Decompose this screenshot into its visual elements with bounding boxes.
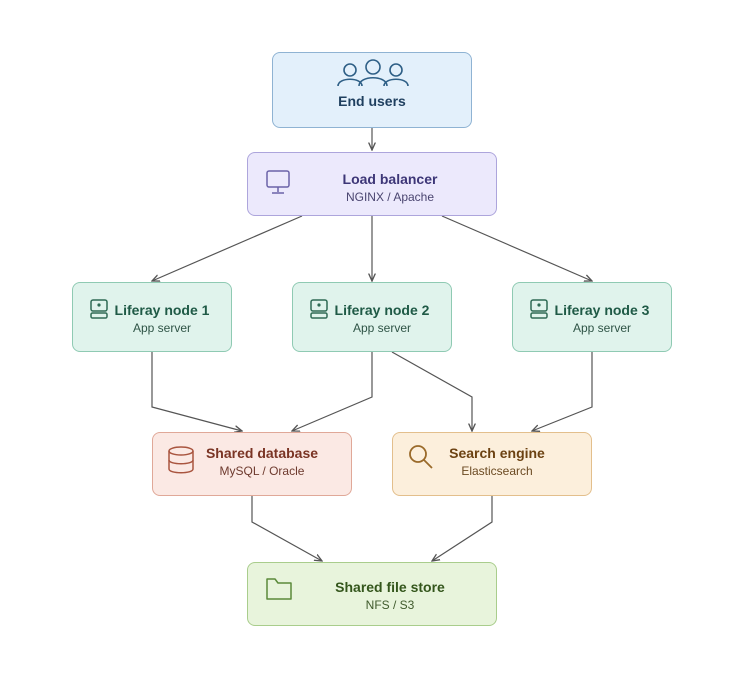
search-subtitle: Elasticsearch [461, 464, 533, 478]
node1-title: Liferay node 1 [114, 302, 210, 318]
database-subtitle: MySQL / Oracle [219, 464, 305, 478]
node-search-engine[interactable]: Search engine Elasticsearch [392, 432, 592, 496]
edge-lb-to-node1 [152, 215, 303, 281]
edge-node2-to-db [292, 352, 373, 431]
server-icon [90, 299, 108, 319]
server-icon [310, 299, 328, 319]
node-liferay-2[interactable]: Liferay node 2 App server [292, 282, 452, 352]
users-icon [337, 59, 409, 87]
load-balancer-subtitle: NGINX / Apache [345, 190, 435, 204]
edge-node2-to-search [391, 351, 472, 431]
edge-search-to-files [432, 496, 493, 561]
node-liferay-1[interactable]: Liferay node 1 App server [72, 282, 232, 352]
edge-node3-to-search [532, 352, 593, 431]
node2-subtitle: App server [352, 321, 412, 335]
file-store-title: Shared file store [335, 579, 445, 595]
edge-lb-to-node3 [441, 215, 592, 281]
node-end-users[interactable]: End users [272, 52, 472, 128]
monitor-icon [266, 170, 290, 194]
node3-subtitle: App server [572, 321, 632, 335]
node1-subtitle: App server [132, 321, 192, 335]
node-liferay-3[interactable]: Liferay node 3 App server [512, 282, 672, 352]
database-title: Shared database [205, 445, 319, 461]
server-icon [530, 299, 548, 319]
node3-title: Liferay node 3 [554, 302, 650, 318]
search-icon [409, 445, 433, 469]
file-store-subtitle: NFS / S3 [365, 598, 415, 612]
search-title: Search engine [449, 445, 545, 461]
edge-node1-to-db [151, 352, 242, 431]
folder-icon [266, 578, 292, 600]
load-balancer-title: Load balancer [342, 171, 438, 187]
end-users-title: End users [338, 93, 406, 109]
database-icon [168, 446, 194, 474]
node-load-balancer[interactable]: Load balancer NGINX / Apache [247, 152, 497, 216]
node-shared-database[interactable]: Shared database MySQL / Oracle [152, 432, 352, 496]
edge-db-to-files [251, 496, 322, 561]
node-shared-file-store[interactable]: Shared file store NFS / S3 [247, 562, 497, 626]
node2-title: Liferay node 2 [334, 302, 430, 318]
